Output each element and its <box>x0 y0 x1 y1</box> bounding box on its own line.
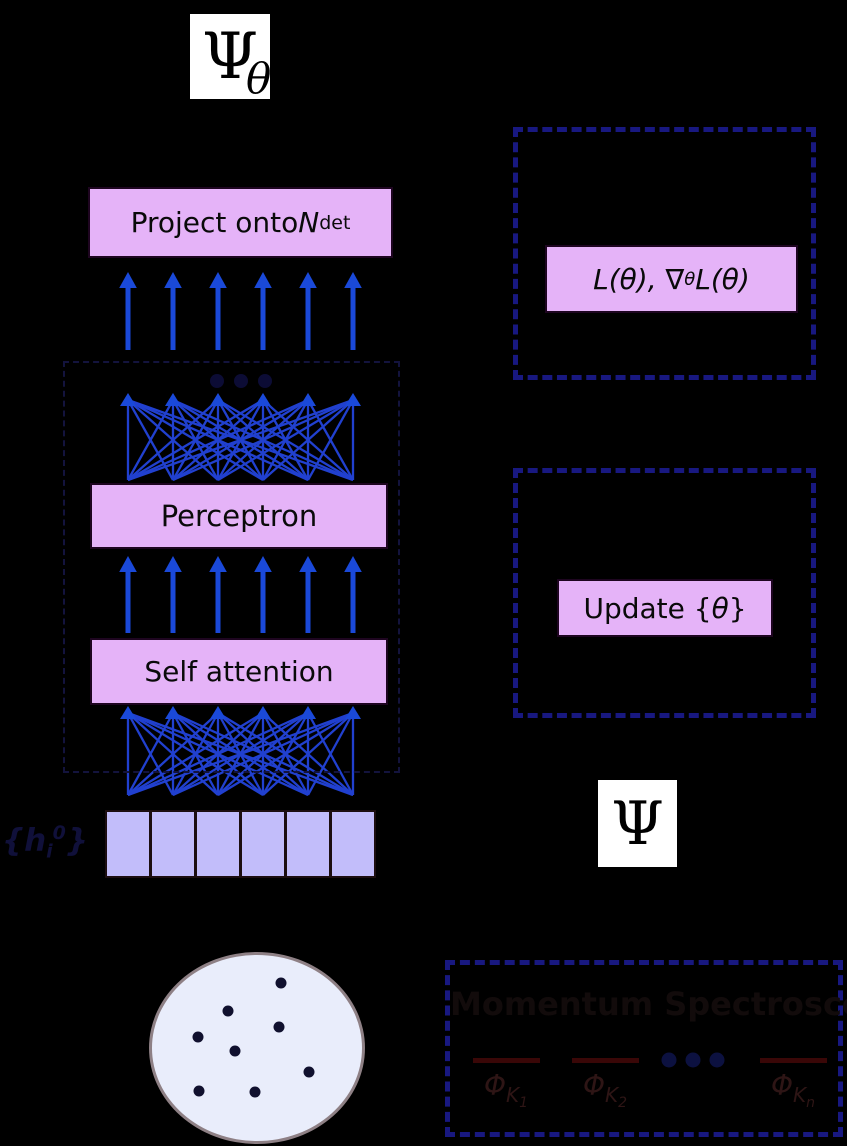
psi-symbol-box: Ψ <box>598 780 677 867</box>
update-dashed-box <box>513 468 816 718</box>
perceptron-block: Perceptron <box>90 483 388 549</box>
orbital-label-k1: ΦK1 <box>461 1072 551 1110</box>
spectral-line <box>571 1058 639 1063</box>
h0-close-brace: } <box>65 822 88 859</box>
token-square <box>195 810 241 878</box>
loss-dashed-box <box>513 127 816 380</box>
loss-gradient-block: L(θ), ∇θ L(θ) <box>545 245 798 313</box>
ndet-variable: N <box>298 206 320 239</box>
k-subscript: K <box>605 1082 619 1107</box>
spectral-entry-2: ΦK2 <box>560 1058 650 1110</box>
theta-subscript: θ <box>246 54 272 103</box>
project-label-text: Project onto <box>130 206 299 239</box>
orbital-label-k2: ΦK2 <box>560 1072 650 1110</box>
update-theta: θ <box>711 591 729 625</box>
phi-symbol: Φ <box>770 1069 794 1102</box>
spectral-line <box>472 1058 540 1063</box>
h0-subscript: i <box>46 840 53 863</box>
perceptron-label: Perceptron <box>160 499 318 533</box>
k-subscript: K <box>793 1082 807 1107</box>
token-square <box>285 810 331 878</box>
electron-sample-ellipse <box>149 952 365 1144</box>
k-index: 2 <box>618 1094 628 1111</box>
loss-label-pre: L(θ), ∇ <box>593 262 685 296</box>
momentum-spectroscopy-box: Momentum Spectroscopy ΦK1 ΦK2 ΦKn <box>445 960 847 1137</box>
phi-symbol: Φ <box>483 1069 506 1102</box>
k-index: 1 <box>519 1094 529 1111</box>
self-attention-label: Self attention <box>144 655 334 688</box>
token-square <box>150 810 196 878</box>
h0-embeddings-label: {hi0} <box>2 822 88 863</box>
update-label-post: } <box>728 591 747 625</box>
h0-superscript: 0 <box>52 822 66 844</box>
psi-symbol: Ψ <box>201 19 259 94</box>
psi-theta-symbol-box: Ψ θ <box>190 14 271 103</box>
self-attention-block: Self attention <box>90 638 388 705</box>
token-square <box>105 810 151 878</box>
spectral-line <box>759 1058 827 1063</box>
h0-open-brace: { <box>2 822 25 859</box>
loss-nabla-subscript: θ <box>684 268 696 290</box>
spectral-entry-n: ΦKn <box>748 1058 838 1110</box>
update-theta-block: Update {θ} <box>557 579 773 637</box>
k-index: n <box>806 1094 816 1111</box>
psi-symbol: Ψ <box>611 788 664 859</box>
transformer-block-dashed-box <box>63 361 400 773</box>
update-label-pre: Update { <box>583 591 712 625</box>
h0-variable: h <box>24 822 47 859</box>
phi-symbol: Φ <box>582 1069 605 1102</box>
spectroscopy-title: Momentum Spectroscopy <box>450 985 847 1023</box>
spectral-entry-1: ΦK1 <box>461 1058 551 1110</box>
loss-label-post: L(θ) <box>695 262 750 296</box>
token-square <box>240 810 286 878</box>
token-square <box>330 810 376 878</box>
k-subscript: K <box>506 1082 520 1107</box>
orbital-label-kn: ΦKn <box>748 1072 838 1110</box>
ndet-subscript: det <box>319 211 351 234</box>
